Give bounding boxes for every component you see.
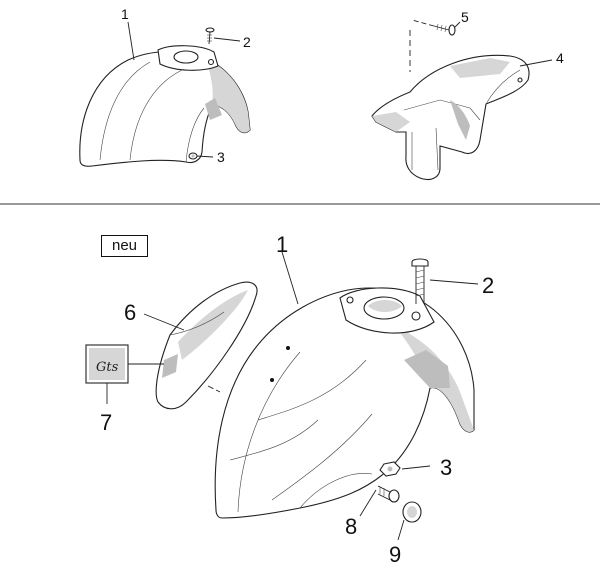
leader-top-5b bbox=[411, 19, 435, 27]
nut-part-3 bbox=[379, 461, 401, 477]
new-badge: neu bbox=[101, 235, 148, 257]
callout-top-1: 1 bbox=[121, 6, 129, 22]
leader-2 bbox=[429, 279, 479, 285]
mudguard-part-1 bbox=[214, 287, 475, 519]
top-mudguard-part-1 bbox=[79, 45, 251, 167]
callout-7: 7 bbox=[100, 410, 112, 435]
top-screw-part-5 bbox=[433, 23, 456, 36]
leader-1 bbox=[281, 251, 299, 305]
cover-part-6 bbox=[155, 281, 258, 410]
new-badge-label: neu bbox=[111, 237, 138, 254]
leader-3 bbox=[401, 465, 431, 470]
callout-6: 6 bbox=[124, 300, 136, 325]
leader-top-5 bbox=[454, 21, 461, 28]
decal-text: Gts bbox=[96, 360, 119, 375]
leader-8 bbox=[359, 489, 377, 517]
callout-9: 9 bbox=[389, 542, 401, 567]
leader-9 bbox=[397, 519, 405, 541]
top-section: 1 2 3 4 5 bbox=[79, 6, 564, 181]
screw-part-2 bbox=[411, 258, 429, 304]
grommet-part-9 bbox=[402, 501, 422, 523]
leader-6 bbox=[143, 313, 185, 331]
screw-part-8 bbox=[377, 485, 400, 503]
leader-top-4 bbox=[519, 59, 553, 67]
bottom-section: Gts bbox=[85, 232, 494, 567]
leader-dash bbox=[207, 385, 221, 393]
leader-top-1 bbox=[127, 21, 135, 61]
decal-part-7: Gts bbox=[85, 344, 129, 384]
leader-top-2 bbox=[213, 37, 241, 42]
leader-top-3 bbox=[196, 155, 214, 158]
callout-top-3: 3 bbox=[217, 149, 225, 165]
rear-hugger-part-4 bbox=[371, 54, 530, 181]
callout-1: 1 bbox=[276, 232, 288, 257]
callout-3: 3 bbox=[440, 455, 452, 480]
callout-top-5: 5 bbox=[461, 9, 469, 25]
top-nut-part-3 bbox=[188, 152, 198, 160]
callout-top-4: 4 bbox=[556, 50, 564, 66]
callout-top-2: 2 bbox=[243, 34, 251, 50]
callout-2: 2 bbox=[482, 273, 494, 298]
callout-8: 8 bbox=[345, 514, 357, 539]
top-screw-part-2 bbox=[205, 27, 215, 45]
